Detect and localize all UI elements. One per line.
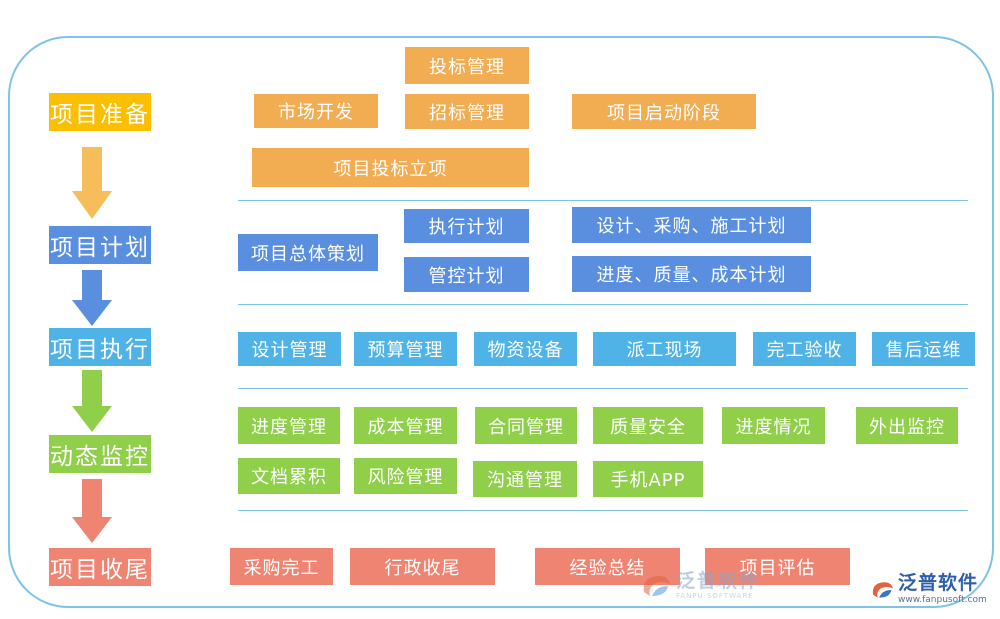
- exec-item-box: 设计管理: [238, 332, 341, 366]
- exec-item-box: 物资设备: [474, 332, 577, 366]
- stage-close: 项目收尾: [49, 548, 151, 586]
- watermark-corner: 泛普软件 www.fanpusoft.com: [870, 574, 987, 605]
- exec-item-box: 售后运维: [872, 332, 975, 366]
- prep-kickoff-box: 项目启动阶段: [572, 94, 756, 129]
- monitor-item-box: 沟通管理: [473, 461, 577, 497]
- arrow-down-icon: [72, 479, 112, 543]
- watermark-center-name: 泛普软件: [676, 570, 761, 592]
- fanpu-logo-icon: [872, 581, 893, 598]
- watermark-center-sub: FANPU SOFTWARE: [676, 592, 754, 600]
- plan-progress-box: 进度、质量、成本计划: [572, 256, 811, 292]
- fanpu-logo-icon: [643, 575, 670, 596]
- stage-prep: 项目准备: [49, 93, 151, 131]
- close-item-box: 行政收尾: [350, 548, 495, 585]
- arrow-down-icon: [72, 370, 112, 432]
- prep-approval-box: 项目投标立项: [252, 148, 529, 187]
- watermark-corner-url: www.fanpusoft.com: [898, 595, 987, 605]
- separator: [238, 304, 968, 305]
- separator: [238, 388, 968, 389]
- monitor-item-box: 风险管理: [354, 458, 457, 494]
- watermark-corner-name: 泛普软件: [898, 572, 979, 594]
- exec-item-box: 派工现场: [593, 332, 736, 366]
- plan-exec-box: 执行计划: [404, 209, 529, 243]
- monitor-item-box: 进度情况: [722, 407, 825, 444]
- prep-bid-box: 投标管理: [405, 47, 529, 84]
- monitor-item-box: 文档累积: [238, 458, 340, 494]
- stage-monitor: 动态监控: [49, 435, 151, 473]
- monitor-item-box: 外出监控: [856, 407, 958, 444]
- monitor-item-box: 成本管理: [354, 407, 457, 444]
- plan-overall-box: 项目总体策划: [238, 234, 378, 271]
- outer-frame: [8, 36, 994, 608]
- plan-control-box: 管控计划: [404, 257, 529, 292]
- separator: [238, 510, 968, 511]
- stage-exec: 项目执行: [49, 328, 151, 366]
- exec-item-box: 完工验收: [753, 332, 856, 366]
- prep-market-box: 市场开发: [254, 94, 378, 128]
- arrow-down-icon: [72, 270, 112, 326]
- watermark-center: 泛普软件 FANPU SOFTWARE: [640, 572, 760, 600]
- exec-item-box: 预算管理: [354, 332, 457, 366]
- monitor-item-box: 质量安全: [593, 407, 703, 444]
- close-item-box: 项目评估: [705, 548, 850, 585]
- monitor-item-box: 合同管理: [475, 407, 577, 444]
- separator: [238, 200, 968, 201]
- prep-tender-box: 招标管理: [405, 94, 529, 129]
- monitor-item-box: 手机APP: [593, 461, 703, 497]
- stage-plan: 项目计划: [49, 226, 151, 264]
- arrow-down-icon: [72, 147, 112, 219]
- monitor-item-box: 进度管理: [238, 407, 340, 444]
- plan-design-box: 设计、采购、施工计划: [572, 207, 811, 243]
- close-item-box: 采购完工: [230, 548, 333, 585]
